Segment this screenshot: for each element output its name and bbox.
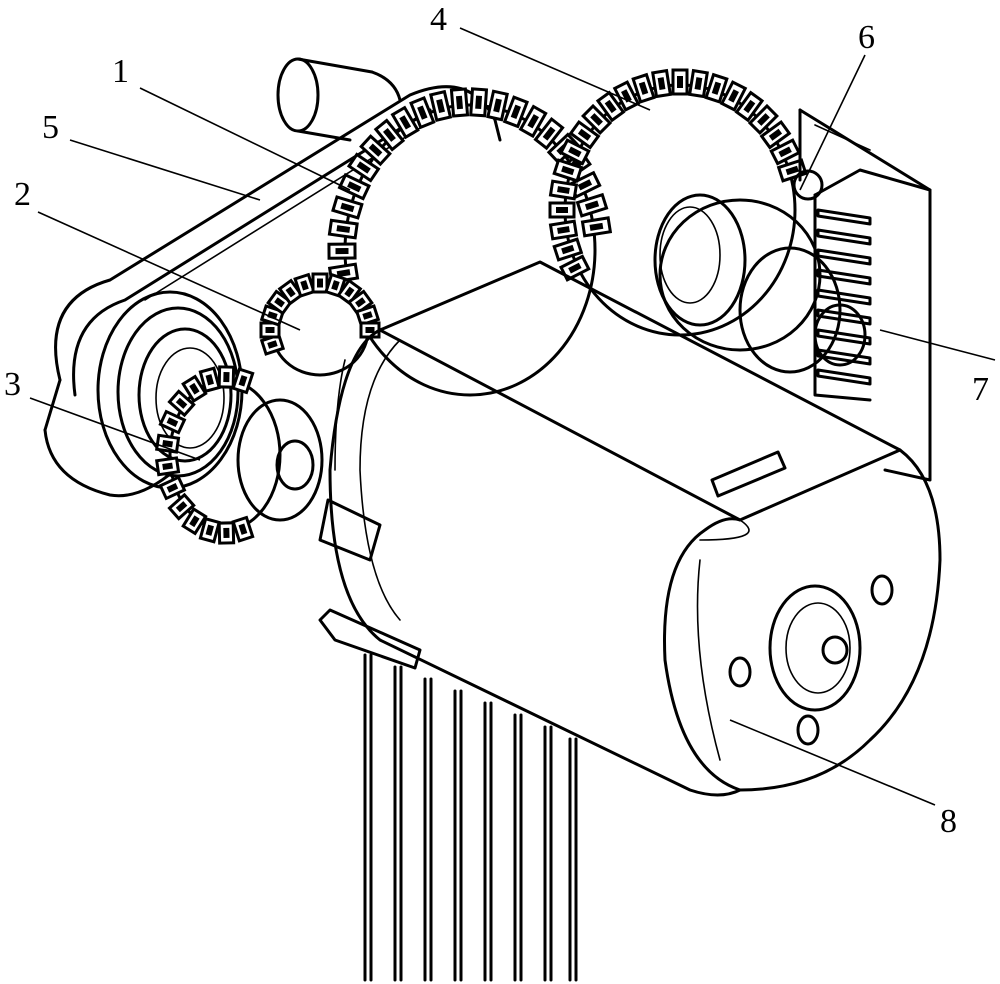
gear1-tooth-slot <box>335 248 348 254</box>
label-3: 3 <box>4 366 21 403</box>
leader-8 <box>730 720 935 805</box>
label-2: 2 <box>14 176 31 213</box>
rack-tooth <box>818 290 870 304</box>
small-gear-2 <box>157 274 379 543</box>
leader-6 <box>800 55 865 190</box>
gear2b-tooth-slot <box>266 327 275 333</box>
rack-tooth <box>818 250 870 264</box>
gear1-tooth-slot <box>475 96 482 109</box>
rack-tooth <box>818 210 870 224</box>
motor-wires <box>320 610 576 980</box>
label-8: 8 <box>940 803 957 840</box>
gear2-tooth-slot <box>223 372 229 382</box>
gear4-tooth-slot <box>556 207 568 213</box>
belt <box>45 87 500 496</box>
leader-2 <box>38 212 300 330</box>
gear4-tooth-slot <box>677 76 683 88</box>
bracket-housing <box>800 110 930 480</box>
gear2b-tooth-slot <box>366 327 375 333</box>
leader-5 <box>70 140 260 200</box>
label-5: 5 <box>42 109 59 146</box>
label-1: 1 <box>112 53 129 90</box>
gear1-tooth-slot <box>456 96 463 109</box>
rack-tooth <box>818 270 870 284</box>
leader-4 <box>460 28 650 110</box>
rack-tooth <box>818 370 870 384</box>
label-7: 7 <box>972 371 989 408</box>
rack-tooth <box>818 230 870 244</box>
leader-7 <box>880 330 995 360</box>
label-4: 4 <box>430 1 447 38</box>
gear2b-tooth-slot <box>317 279 323 288</box>
rack-tooth <box>818 330 870 344</box>
label-6: 6 <box>858 19 875 56</box>
gear2-tooth-slot <box>223 528 229 538</box>
